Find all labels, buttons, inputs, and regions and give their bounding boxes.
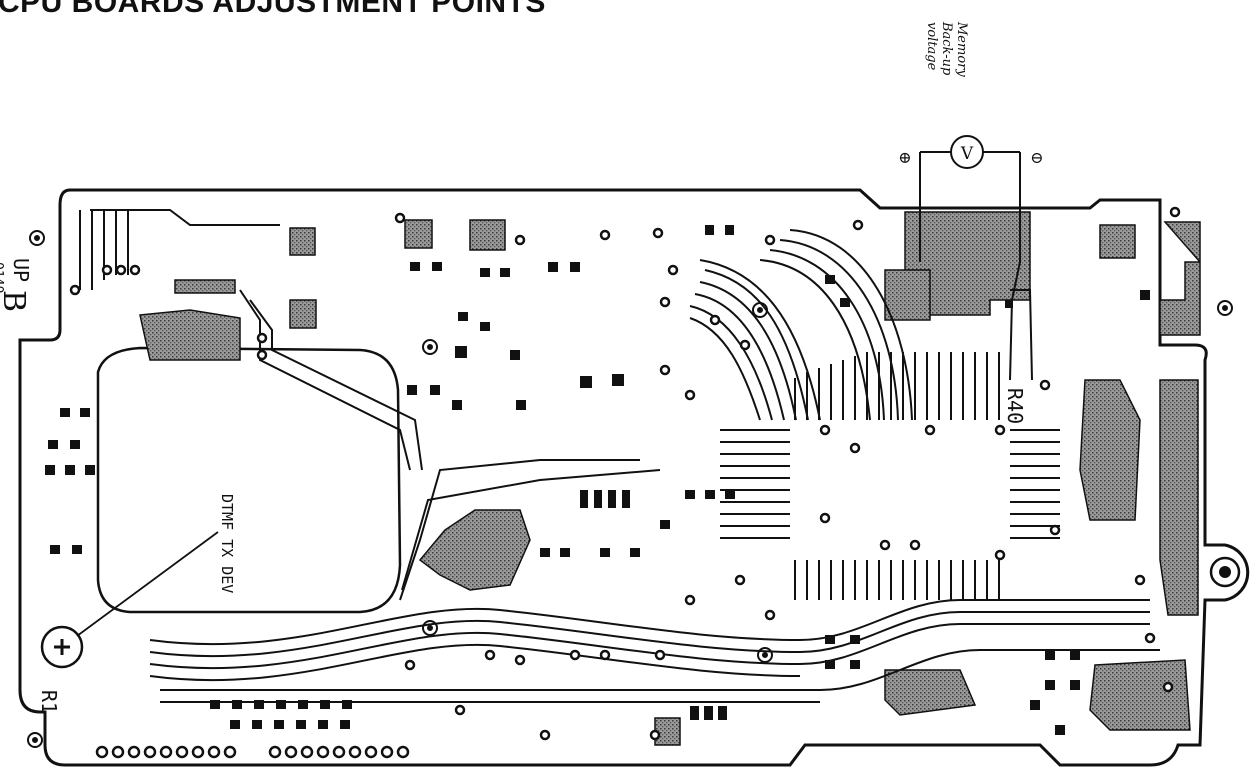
- backup-line: Back-up: [939, 21, 954, 76]
- board-marking-up: UP: [9, 258, 33, 282]
- plus-terminal: ⊕: [898, 148, 911, 167]
- page-title: CPU BOARDS ADJUSTMENT POINTS: [0, 0, 546, 19]
- r40-label: R40: [1003, 388, 1027, 424]
- voltmeter: [919, 135, 1033, 381]
- board-outline: [18, 188, 1250, 767]
- voltage-line: voltage: [924, 22, 939, 71]
- copper-pours: [139, 211, 1201, 746]
- mounting-holes: [27, 230, 1233, 748]
- via-holes: [69, 206, 1181, 759]
- mount-ring-right: [1209, 556, 1241, 588]
- minus-terminal: ⊖: [1030, 148, 1043, 167]
- dtmf-leader-line: [76, 531, 219, 637]
- mount-hole-right: [1219, 566, 1231, 578]
- board-marking-letter: B: [0, 290, 31, 312]
- potentiometer-r1: [40, 625, 84, 669]
- dtmf-tx-dev-label: DTMF TX DEV: [218, 494, 236, 593]
- memory-line: Memory: [954, 21, 969, 77]
- board-marking-number: 0140: [0, 262, 5, 293]
- voltmeter-symbol: V: [960, 144, 974, 164]
- ic-lead-comb: [720, 352, 1060, 600]
- smd-pads: [45, 225, 1150, 735]
- memory-backup-note: Memory Back-up voltage: [924, 21, 969, 77]
- trace-bundle-left: [79, 209, 661, 601]
- display-window: [96, 346, 402, 614]
- r1-label: R1: [37, 690, 61, 714]
- trace-bundle-bottom: [149, 599, 1160, 703]
